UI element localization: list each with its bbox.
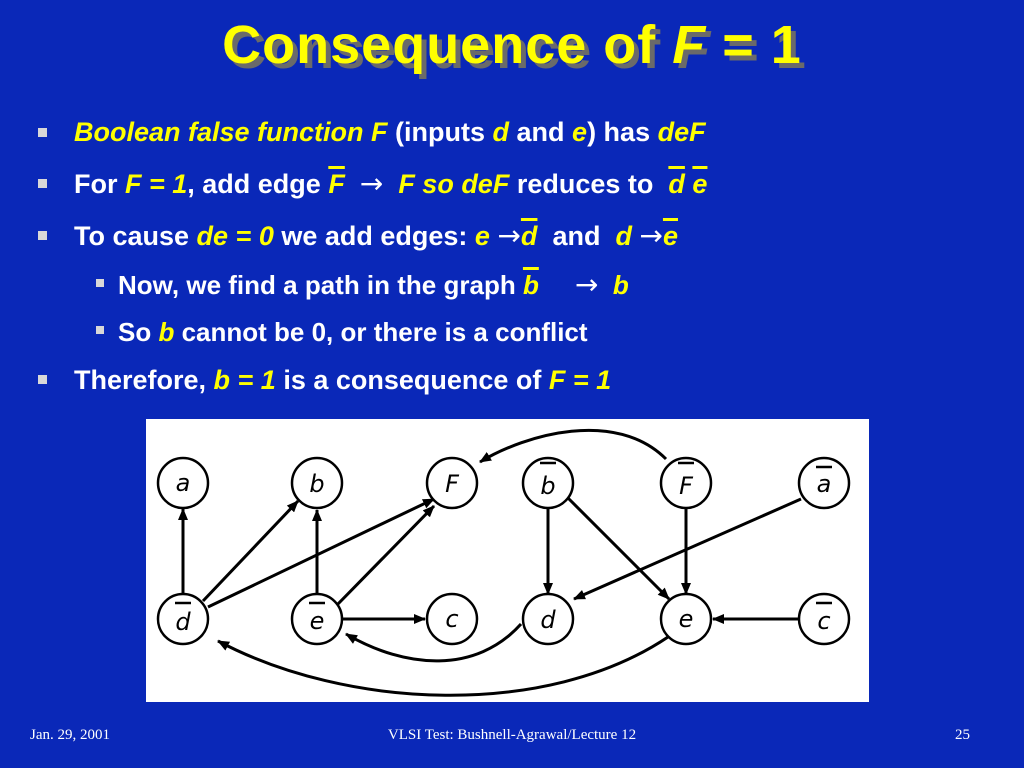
text-run: reduces to [509, 169, 661, 199]
bullet-marker [38, 231, 47, 240]
edge-abar-d [573, 497, 802, 601]
slide-title-text: Consequence of F = 1 [222, 15, 802, 75]
node-overbars [175, 461, 832, 605]
node-label-d: d [540, 606, 556, 634]
node-label-c: c [445, 605, 458, 633]
node-label-cbar: c [817, 607, 830, 635]
text-run-overlined: d [520, 221, 538, 251]
slide-title: Consequence of F = 1 [0, 14, 1024, 76]
text-run: d [492, 117, 510, 147]
node-dbar [156, 592, 210, 646]
bullet-marker [38, 179, 47, 188]
text-run: d [615, 221, 632, 251]
text-run: and [509, 117, 573, 147]
arrow-icon: → [574, 268, 599, 301]
text-run-overlined: b [522, 270, 539, 300]
node-label-a: a [176, 469, 191, 497]
bullet-marker [38, 375, 47, 384]
text-run: de = 0 [196, 221, 274, 251]
bullet-2: For F = 1, add edge F → F so deF reduces… [74, 168, 707, 200]
text-run: deF [657, 117, 706, 147]
node-label-b: b [309, 470, 324, 498]
bullet-4: Now, we find a path in the graph b → b [118, 269, 629, 301]
node-e [659, 592, 713, 646]
node-ebar [290, 592, 344, 646]
text-run: b [158, 317, 175, 347]
node-label-ebar: e [310, 607, 325, 635]
node-bbar [521, 456, 575, 510]
text-run: F = 1 [548, 365, 612, 395]
text-run-overlined: d [668, 169, 685, 199]
footer-course: VLSI Test: Bushnell-Agrawal/Lecture 12 [387, 727, 637, 743]
arrow-icon: → [639, 219, 663, 252]
bullet-5: So b cannot be 0, or there is a conflict [118, 316, 588, 348]
text-run: So [118, 317, 159, 347]
implication-graph-svg: a b F b F a d e c d e c [156, 428, 851, 697]
node-c [425, 592, 479, 646]
edge-bbar-e [566, 496, 671, 601]
arrow-icon: → [497, 219, 521, 252]
edge-d-ebar [345, 622, 523, 663]
text-run: Boolean false function [74, 117, 372, 147]
edge-Fbar-F [479, 428, 668, 464]
title-variable: F [672, 15, 707, 75]
node-label-dbar: d [175, 608, 191, 636]
text-run: e [572, 117, 588, 147]
node-labels: a b F b F a d e c d e c [175, 469, 831, 636]
text-run-overlined: e [662, 221, 678, 251]
bullet-6: Therefore, b = 1 is a consequence of F =… [74, 364, 611, 396]
text-run: Now, we find a path in the graph [118, 270, 523, 300]
text-run: and [544, 221, 608, 251]
text-run: F [371, 117, 388, 147]
text-run: , add edge [187, 169, 329, 199]
text-run-overlined: F [328, 169, 345, 199]
text-run: To cause [74, 221, 197, 251]
text-run: we add edges: [273, 221, 475, 251]
node-a [156, 456, 210, 510]
title-suffix: = 1 [706, 15, 802, 75]
text-run: is a consequence of [275, 365, 549, 395]
edge-ebar-F [334, 504, 436, 608]
text-run: cannot be 0, or there is a conflict [174, 317, 588, 347]
arrow-icon: → [359, 167, 384, 200]
node-cbar [797, 592, 851, 646]
bullet-3: To cause de = 0 we add edges: e →d and d… [74, 220, 678, 252]
bullet-1: Boolean false function F (inputs d and e… [74, 116, 706, 148]
node-d [521, 592, 575, 646]
text-run-overlined: e [692, 169, 708, 199]
edge-e-dbar [217, 635, 669, 697]
text-run: b [612, 270, 629, 300]
text-run: F = 1 [125, 169, 188, 199]
node-F [425, 456, 479, 510]
title-prefix: Consequence of [222, 15, 673, 75]
sub-bullet-marker [96, 326, 104, 334]
graph-nodes [156, 456, 851, 646]
node-label-Fbar: F [679, 472, 694, 500]
node-Fbar [659, 456, 713, 510]
graph-edges [178, 428, 802, 697]
node-label-F: F [445, 470, 460, 498]
node-label-bbar: b [540, 472, 555, 500]
edge-dbar-F [207, 497, 435, 609]
implication-graph: a b F b F a d e c d e c [146, 419, 869, 702]
text-run: ) has [587, 117, 658, 147]
node-label-e: e [679, 605, 694, 633]
sub-bullet-marker [96, 279, 104, 287]
text-run: Therefore, [74, 365, 214, 395]
text-run: F so deF [398, 169, 510, 199]
footer-date: Jan. 29, 2001 [30, 727, 110, 743]
text-run: For [74, 169, 125, 199]
node-label-abar: a [817, 470, 832, 498]
node-abar [797, 456, 851, 510]
edge-dbar-b [201, 499, 300, 603]
text-run: b = 1 [213, 365, 276, 395]
bullet-marker [38, 128, 47, 137]
text-run: e [474, 221, 490, 251]
text-run: (inputs [387, 117, 493, 147]
node-b [290, 456, 344, 510]
footer-page-number: 25 [955, 727, 970, 743]
